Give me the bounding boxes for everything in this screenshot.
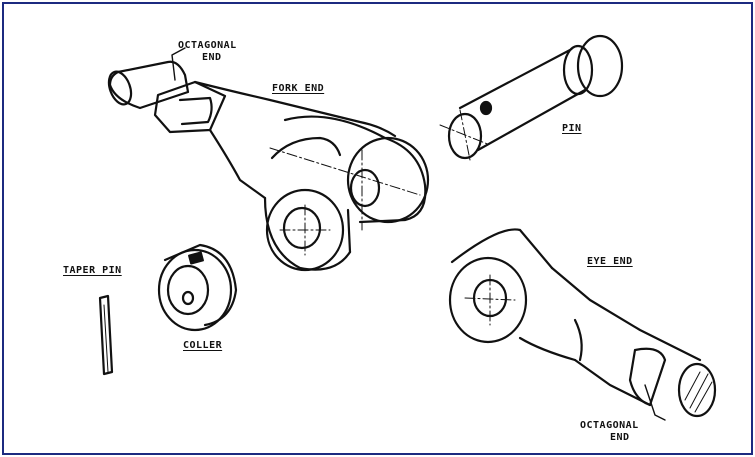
coller-part [157, 243, 238, 332]
octagonal-end-bottom-line2: END [610, 432, 630, 443]
eye-end-label: EYE END [587, 256, 633, 267]
pin-label: PIN [562, 123, 582, 134]
fork-end-label: FORK END [272, 83, 325, 94]
octagonal-end-top-line1: OCTAGONAL [178, 40, 237, 51]
taper-pin-part [98, 294, 114, 376]
taper-pin-label: TAPER PIN [63, 265, 122, 276]
eye-end-part [448, 228, 717, 421]
coller-label: COLLER [183, 340, 223, 351]
fork-end-part [107, 47, 430, 272]
octagonal-end-top-label: OCTAGONAL END [178, 40, 237, 64]
pin-part [439, 34, 624, 161]
octagonal-end-bottom-line1: OCTAGONAL [580, 420, 639, 431]
octagonal-end-bottom-label: OCTAGONAL END [580, 420, 639, 444]
octagonal-end-top-line2: END [202, 52, 222, 63]
